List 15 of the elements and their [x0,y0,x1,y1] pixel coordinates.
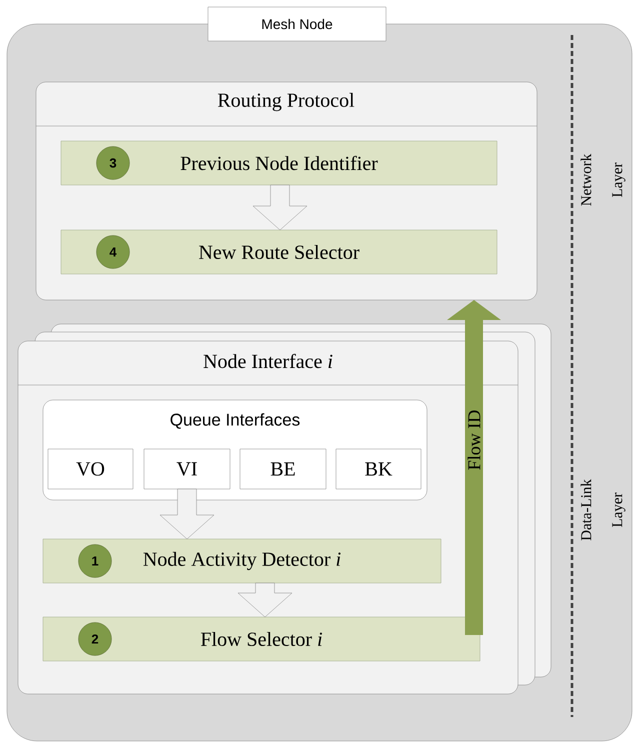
step-number: 1 [78,544,112,578]
block-arrow [252,184,308,230]
queue-box: BE [240,448,326,490]
queue-box: VI [144,448,230,490]
block-arrow [160,488,214,540]
step-number: 2 [78,622,112,656]
step-number: 4 [96,235,130,269]
queue-box: VO [48,448,134,490]
edge-label: Flow ID [468,410,480,470]
queue-box: BK [336,448,422,490]
layer-label: Data-Link Layer [580,479,626,540]
layer-label: Network Layer [580,154,626,206]
block-arrow [238,582,292,618]
step-number: 3 [96,146,130,180]
title-tab: Mesh Node [208,6,386,42]
